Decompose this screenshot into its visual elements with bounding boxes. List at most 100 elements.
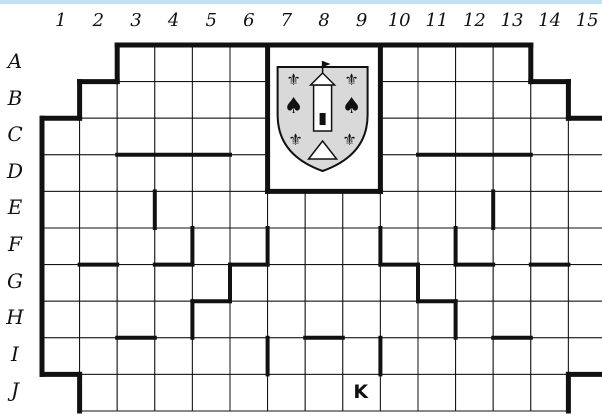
cell-J12[interactable] (456, 374, 494, 411)
cell-C3[interactable] (117, 118, 155, 155)
cell-C1[interactable] (42, 118, 80, 155)
cell-C10[interactable] (380, 118, 418, 155)
cell-G7[interactable] (268, 265, 306, 302)
cell-E9[interactable] (343, 191, 381, 228)
cell-A5[interactable] (192, 45, 230, 82)
cell-D1[interactable] (42, 155, 80, 192)
cell-C13[interactable] (493, 118, 531, 155)
cell-J3[interactable] (117, 374, 155, 411)
cell-J4[interactable] (155, 374, 193, 411)
cell-F1[interactable] (42, 228, 80, 265)
cell-F8[interactable] (305, 228, 343, 265)
cell-D6[interactable] (230, 155, 268, 192)
cell-J6[interactable] (230, 374, 268, 411)
cell-J13[interactable] (493, 374, 531, 411)
cell-I3[interactable] (117, 338, 155, 375)
cell-H14[interactable] (531, 301, 569, 338)
cell-D2[interactable] (80, 155, 118, 192)
cell-D10[interactable] (380, 155, 418, 192)
cell-I5[interactable] (192, 338, 230, 375)
cell-H15[interactable] (568, 301, 602, 338)
cell-J7[interactable] (268, 374, 306, 411)
cell-G11[interactable] (418, 265, 456, 302)
cell-B5[interactable] (192, 82, 230, 119)
cell-G13[interactable] (493, 265, 531, 302)
cell-A3[interactable] (117, 45, 155, 82)
cell-F2[interactable] (80, 228, 118, 265)
cell-B10[interactable] (380, 82, 418, 119)
cell-D14[interactable] (531, 155, 569, 192)
cell-F4[interactable] (155, 228, 193, 265)
cell-E6[interactable] (230, 191, 268, 228)
cell-J5[interactable] (192, 374, 230, 411)
cell-E2[interactable] (80, 191, 118, 228)
cell-H6[interactable] (230, 301, 268, 338)
cell-H13[interactable] (493, 301, 531, 338)
cell-B11[interactable] (418, 82, 456, 119)
cell-G1[interactable] (42, 265, 80, 302)
cell-H12[interactable] (456, 301, 494, 338)
cell-I1[interactable] (42, 338, 80, 375)
cell-F14[interactable] (531, 228, 569, 265)
cell-B13[interactable] (493, 82, 531, 119)
cell-C15[interactable] (568, 118, 602, 155)
cell-H11[interactable] (418, 301, 456, 338)
cell-E4[interactable] (155, 191, 193, 228)
cell-F3[interactable] (117, 228, 155, 265)
cell-D13[interactable] (493, 155, 531, 192)
cell-C6[interactable] (230, 118, 268, 155)
cell-J10[interactable] (380, 374, 418, 411)
cell-D4[interactable] (155, 155, 193, 192)
cell-H9[interactable] (343, 301, 381, 338)
cell-I4[interactable] (155, 338, 193, 375)
cell-H7[interactable] (268, 301, 306, 338)
cell-A10[interactable] (380, 45, 418, 82)
cell-J11[interactable] (418, 374, 456, 411)
cell-C5[interactable] (192, 118, 230, 155)
cell-E8[interactable] (305, 191, 343, 228)
cell-E1[interactable] (42, 191, 80, 228)
cell-C11[interactable] (418, 118, 456, 155)
cell-F11[interactable] (418, 228, 456, 265)
cell-B14[interactable] (531, 82, 569, 119)
cell-I15[interactable] (568, 338, 602, 375)
cell-I7[interactable] (268, 338, 306, 375)
cell-H5[interactable] (192, 301, 230, 338)
cell-E11[interactable] (418, 191, 456, 228)
cell-E13[interactable] (493, 191, 531, 228)
cell-D5[interactable] (192, 155, 230, 192)
cell-D15[interactable] (568, 155, 602, 192)
cell-I11[interactable] (418, 338, 456, 375)
cell-H2[interactable] (80, 301, 118, 338)
cell-D11[interactable] (418, 155, 456, 192)
cell-H3[interactable] (117, 301, 155, 338)
cell-J14[interactable] (531, 374, 569, 411)
cell-I12[interactable] (456, 338, 494, 375)
cell-E12[interactable] (456, 191, 494, 228)
cell-F10[interactable] (380, 228, 418, 265)
cell-E5[interactable] (192, 191, 230, 228)
cell-I6[interactable] (230, 338, 268, 375)
cell-G12[interactable] (456, 265, 494, 302)
cell-H8[interactable] (305, 301, 343, 338)
cell-C12[interactable] (456, 118, 494, 155)
cell-C4[interactable] (155, 118, 193, 155)
cell-A12[interactable] (456, 45, 494, 82)
cell-A13[interactable] (493, 45, 531, 82)
cell-I9[interactable] (343, 338, 381, 375)
cell-F9[interactable] (343, 228, 381, 265)
cell-G10[interactable] (380, 265, 418, 302)
cell-D3[interactable] (117, 155, 155, 192)
cell-F13[interactable] (493, 228, 531, 265)
cell-J2[interactable] (80, 374, 118, 411)
cell-C14[interactable] (531, 118, 569, 155)
cell-I13[interactable] (493, 338, 531, 375)
cell-G2[interactable] (80, 265, 118, 302)
cell-F6[interactable] (230, 228, 268, 265)
cell-H10[interactable] (380, 301, 418, 338)
cell-H1[interactable] (42, 301, 80, 338)
cell-I8[interactable] (305, 338, 343, 375)
cell-E14[interactable] (531, 191, 569, 228)
cell-A4[interactable] (155, 45, 193, 82)
cell-B12[interactable] (456, 82, 494, 119)
